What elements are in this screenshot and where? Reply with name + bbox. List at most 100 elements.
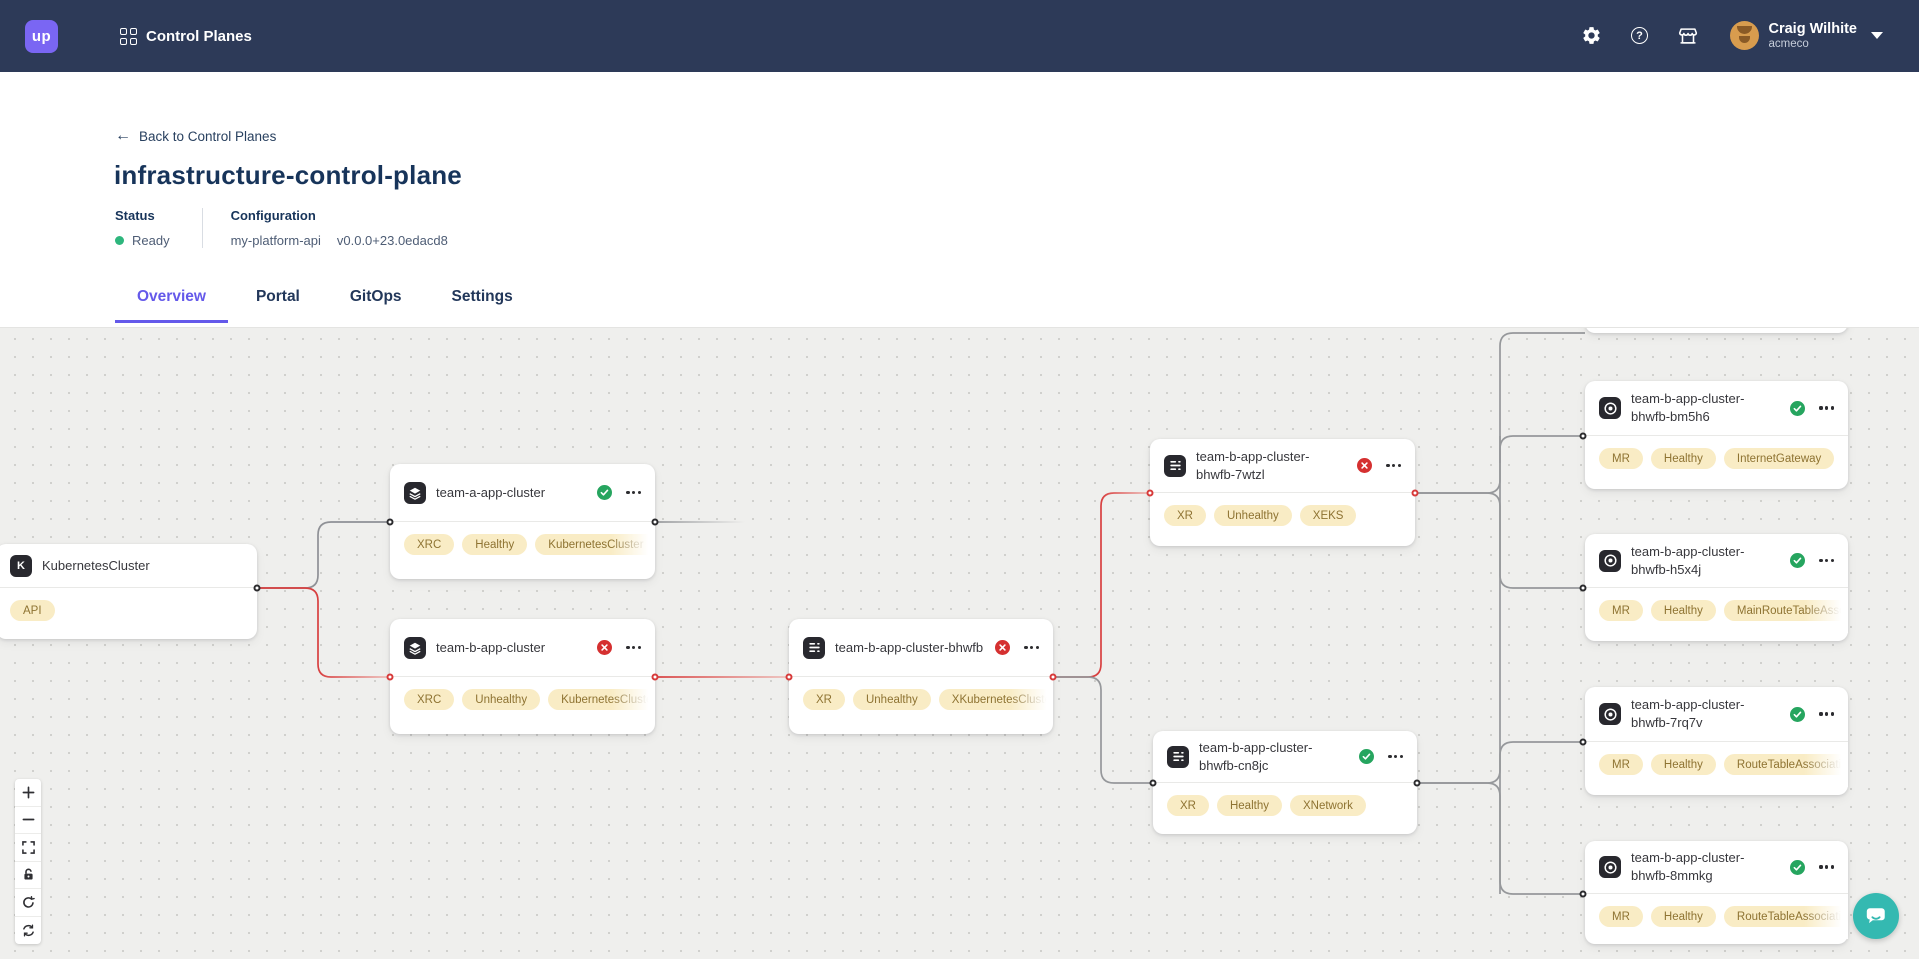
configuration-name[interactable]: my-platform-api <box>230 233 321 248</box>
status-dot <box>115 236 124 245</box>
more-menu-button[interactable] <box>1815 555 1834 566</box>
badge-routetableassociation: RouteTableAssociation <box>1723 906 1848 927</box>
connection-port <box>1579 890 1587 898</box>
status-icon <box>1790 400 1806 416</box>
graph-edges <box>257 332 1585 895</box>
graph-node-kubernetescluster[interactable]: K KubernetesCluster API <box>0 544 257 639</box>
node-title: team-b-app-cluster-bhwfb-7rq7v <box>1631 697 1745 730</box>
badge-mr: MR <box>1599 600 1643 621</box>
more-menu-button[interactable] <box>622 642 641 653</box>
badge-healthy: Healthy <box>1650 600 1716 621</box>
resource-kind-icon: K <box>10 554 32 577</box>
status-block: Status Ready <box>115 208 202 248</box>
upbound-logo[interactable]: up <box>25 19 58 53</box>
status-icon <box>1359 749 1375 764</box>
back-link[interactable]: ← Back to Control Planes <box>115 127 277 144</box>
badge-mr: MR <box>1599 754 1643 775</box>
tab-settings[interactable]: Settings <box>451 288 513 305</box>
more-menu-button[interactable] <box>1384 751 1403 762</box>
app-title: Control Planes <box>146 27 252 45</box>
help-icon[interactable]: ? <box>1628 24 1652 48</box>
node-badges: MR Healthy MainRouteTableAssociation <box>1585 588 1848 633</box>
tab-bar: Overview Portal GitOps Settings <box>115 278 535 323</box>
meta-section: Status Ready Configuration my-platform-a… <box>115 208 480 248</box>
badge-mainroutetableassociation: MainRouteTableAssociation <box>1723 600 1848 621</box>
status-label: Status <box>115 208 155 223</box>
fit-view-button[interactable] <box>15 834 41 862</box>
top-navbar: up Control Planes ? Craig Wilhite acmeco <box>0 0 1919 72</box>
badge-unhealthy: Unhealthy <box>462 689 541 710</box>
more-menu-button[interactable] <box>1815 708 1834 719</box>
resource-kind-icon <box>1599 397 1621 419</box>
chat-launcher-button[interactable] <box>1853 893 1899 939</box>
node-title: team-a-app-cluster <box>436 484 546 500</box>
connection-port <box>1146 489 1154 497</box>
resource-graph-canvas[interactable]: K KubernetesCluster API team-a-app-clust… <box>0 327 1919 959</box>
status-icon <box>597 640 613 655</box>
connection-port <box>386 518 394 526</box>
toggle-interactivity-lock-button[interactable] <box>15 862 41 889</box>
connection-port <box>386 673 394 681</box>
node-title: team-b-app-cluster <box>436 639 546 655</box>
zoom-in-button[interactable] <box>15 779 41 807</box>
more-menu-button[interactable] <box>1815 402 1834 413</box>
reset-view-button[interactable] <box>15 889 41 917</box>
node-title: KubernetesCluster <box>42 557 150 573</box>
resource-kind-icon <box>1164 454 1186 477</box>
user-menu[interactable]: Craig Wilhite acmeco <box>1729 21 1883 51</box>
more-menu-button[interactable] <box>1020 642 1039 653</box>
connection-port <box>1413 779 1421 787</box>
connection-port <box>1579 738 1587 746</box>
badge-xkubernetescluster: XKubernetesCluster <box>938 689 1053 710</box>
chevron-down-icon <box>1871 32 1883 40</box>
resource-kind-icon <box>404 636 426 659</box>
badge-mr: MR <box>1599 906 1643 927</box>
tab-portal[interactable]: Portal <box>255 288 300 305</box>
connection-port <box>1049 673 1057 681</box>
node-title: team-b-app-cluster-bhwfb-cn8jc <box>1199 739 1313 773</box>
resource-kind-icon <box>404 481 426 504</box>
canvas-controls <box>15 779 41 944</box>
tab-gitops[interactable]: GitOps <box>349 288 402 305</box>
connection-port <box>651 673 659 681</box>
status-icon <box>1790 859 1806 875</box>
badge-xrc: XRC <box>404 689 455 710</box>
resource-kind-icon <box>1599 549 1621 572</box>
connection-port <box>651 518 659 526</box>
badge-xr: XR <box>1167 795 1209 816</box>
badge-routetableassociation: RouteTableAssociation <box>1723 754 1848 775</box>
badge-api: API <box>10 600 55 621</box>
badge-internetgateway: InternetGateway <box>1723 448 1835 469</box>
node-title: team-b-app-cluster-bhwfb-bm5h6 <box>1631 391 1745 424</box>
badge-unhealthy: Unhealthy <box>1213 505 1292 526</box>
graph-node-top-clipped-node[interactable] <box>1585 328 1848 333</box>
status-icon <box>597 485 613 500</box>
user-org: acmeco <box>1768 37 1809 50</box>
settings-gear-icon[interactable] <box>1580 24 1604 48</box>
more-menu-button[interactable] <box>622 487 641 498</box>
refresh-button[interactable] <box>15 917 41 945</box>
more-menu-button[interactable] <box>1382 460 1401 471</box>
status-icon <box>1357 458 1373 473</box>
back-arrow-icon: ← <box>115 127 131 144</box>
marketplace-icon[interactable] <box>1676 24 1700 48</box>
tab-overview[interactable]: Overview <box>115 278 228 323</box>
connection-port <box>1579 584 1587 592</box>
page-header: ← Back to Control Planes infrastructure-… <box>0 72 1919 327</box>
badge-healthy: Healthy <box>462 534 528 555</box>
zoom-out-button[interactable] <box>15 807 41 834</box>
more-menu-button[interactable] <box>1815 861 1834 872</box>
